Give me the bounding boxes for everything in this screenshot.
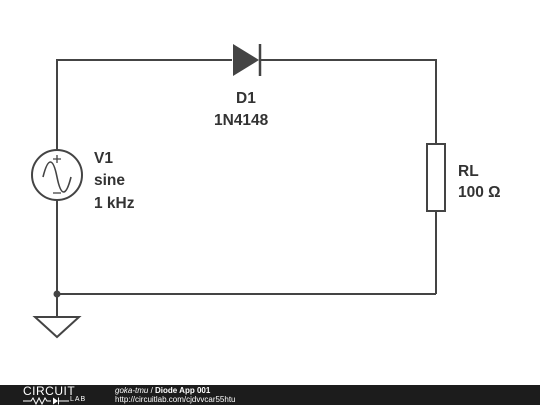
resistor-designator: RL [458,163,479,180]
junction-dot [53,290,61,298]
circuit-schematic: D1 1N4148 V1 sine 1 kHz RL 100 Ω [31,44,501,339]
source-type-label: sine [94,172,125,189]
wires [56,59,437,317]
author-link[interactable]: goka-tmu [115,386,149,395]
circuit-title: Diode App 001 [155,386,211,395]
source-sine-icon [42,161,72,193]
circuit-credit: goka-tmu / Diode App 001 [115,386,210,395]
resistor-rl [426,143,446,212]
diode-d1 [233,44,262,76]
diode-part-label: 1N4148 [214,112,269,129]
credit-separator: / [148,386,156,395]
resistor-value-label: 100 Ω [458,184,501,201]
voltage-source-v1 [31,149,83,201]
circuit-url-link[interactable]: http://circuitlab.com/cjdvvcar55htu [115,395,236,404]
source-frequency-label: 1 kHz [94,195,135,212]
source-designator: V1 [94,150,113,167]
footer-bar: CIRCUIT LAB goka-tmu / Diode App 001 htt… [0,385,540,405]
logo-text-top: CIRCUIT [23,384,76,398]
wire-top-left [56,59,232,150]
circuitlab-logo[interactable]: CIRCUIT LAB [23,384,103,405]
ground-symbol [32,316,82,339]
logo-resistor-icon [23,396,69,405]
logo-text-bottom: LAB [70,396,87,403]
diode-designator: D1 [236,90,256,107]
source-plus-icon [53,155,61,163]
diode-triangle [233,44,259,76]
wire-top-right [260,59,437,144]
